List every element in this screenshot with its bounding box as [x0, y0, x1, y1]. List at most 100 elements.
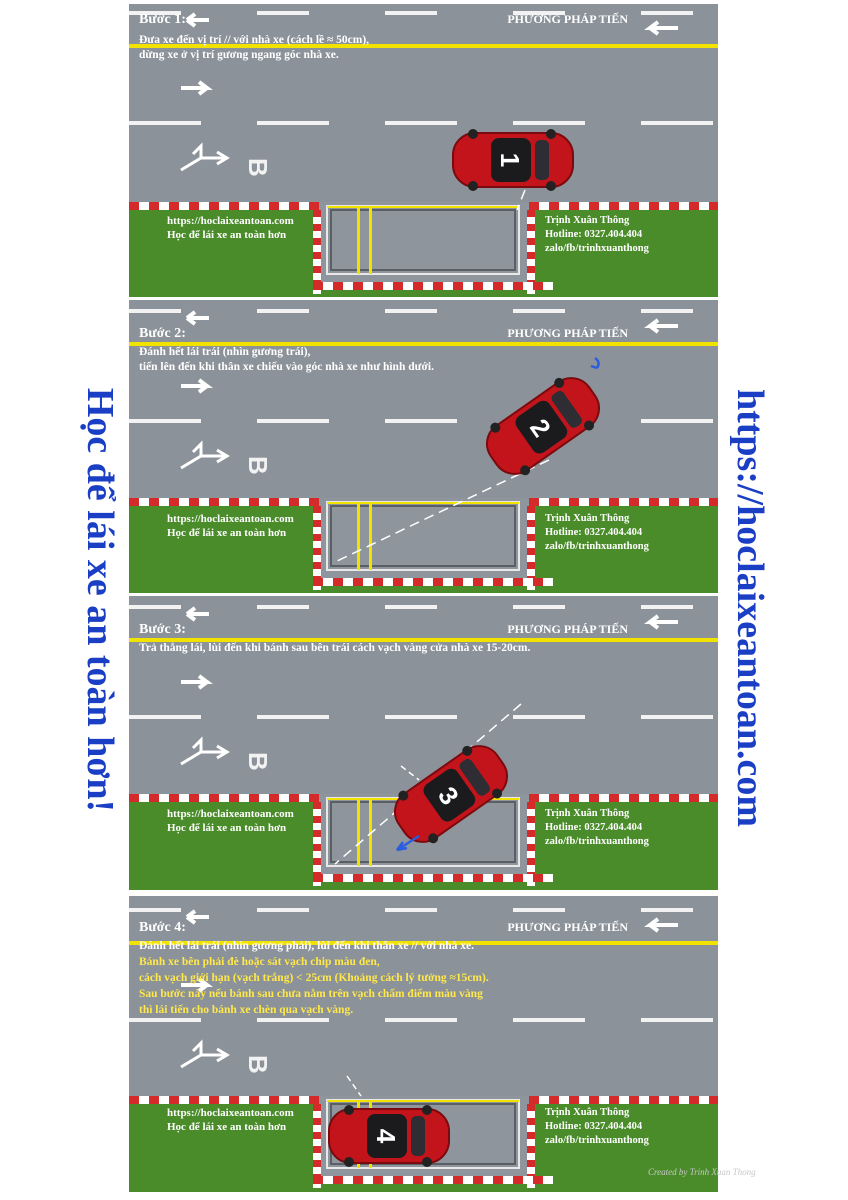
garage-curb: [313, 879, 321, 886]
curb-stripe: [209, 202, 219, 210]
garage-curb: [313, 534, 321, 541]
garage-curb: [493, 1176, 503, 1184]
car-wheel: [546, 129, 556, 139]
curb-stripe: [549, 794, 559, 802]
red-car: 3: [394, 745, 508, 844]
turn-arrow-icon: [180, 736, 230, 766]
slogan-text: Học để lái xe an toàn hơn: [167, 229, 287, 241]
garage-curb: [313, 865, 321, 872]
garage-curb: [343, 282, 353, 290]
garage-curb: [483, 578, 493, 586]
curb-stripe: [169, 1096, 179, 1104]
garage-curb: [313, 583, 321, 590]
garage-curb: [527, 1139, 535, 1146]
curb-stripe: [269, 794, 279, 802]
lane-dash: [257, 121, 329, 125]
direction-arrow-icon: [396, 834, 420, 852]
lane-dash: [385, 419, 457, 423]
instruction-line: Đánh hết lái trái (nhìn gương phải), lùi…: [139, 940, 475, 952]
garage-curb: [543, 282, 553, 290]
garage-curb: [473, 874, 483, 882]
garage-curb: [527, 527, 535, 534]
curb-stripe: [259, 1096, 269, 1104]
garage-curb: [523, 282, 533, 290]
garage-curb: [323, 1176, 333, 1184]
method-label: PHƯƠNG PHÁP TIẾN: [507, 622, 628, 636]
lane-dash: [257, 309, 309, 313]
curb-stripe: [199, 794, 209, 802]
contact-hotline: Hotline: 0327.404.404: [545, 229, 643, 240]
red-car: 1: [452, 129, 574, 191]
garage-curb: [313, 282, 323, 290]
garage-curb: [313, 266, 321, 273]
curb-stripe: [309, 202, 319, 210]
guide-dashed-line: [334, 459, 550, 563]
left-arrow-icon: [185, 909, 209, 925]
curb-stripe: [309, 794, 319, 802]
lane-dash: [513, 1018, 585, 1022]
garage-curb: [527, 844, 535, 851]
garage-curb: [383, 874, 393, 882]
garage-curb: [527, 1125, 535, 1132]
curb-stripe: [569, 1096, 579, 1104]
garage-curb: [533, 282, 543, 290]
car-wheel: [468, 129, 478, 139]
curb-stripe: [239, 202, 249, 210]
curb-stripe: [299, 1096, 309, 1104]
guide-dashed-line: [334, 703, 522, 865]
garage-curb: [527, 548, 535, 555]
curb-stripe: [209, 498, 219, 506]
curb-stripe: [619, 1096, 629, 1104]
curb-stripe: [149, 1096, 159, 1104]
garage-curb: [313, 259, 321, 266]
curb-stripe: [289, 202, 299, 210]
yellow-garage-line: [327, 1100, 519, 1102]
garage-curb: [373, 282, 383, 290]
garage-curb: [313, 548, 321, 555]
left-arrow-icon: [185, 606, 209, 622]
curb-stripe: [129, 202, 139, 210]
garage-curb: [393, 282, 403, 290]
garage-curb: [473, 282, 483, 290]
car-windshield: [551, 390, 582, 428]
car-wheel: [344, 1105, 354, 1115]
instruction-line: Trả thẳng lái, lùi đến khi bánh sau bên …: [139, 642, 531, 654]
curb-stripe: [249, 794, 259, 802]
website-text: https://hoclaixeantoan.com: [167, 215, 294, 227]
garage-curb: [483, 282, 493, 290]
guide-dashed-line: [516, 189, 526, 211]
garage-curb: [313, 252, 321, 259]
curb-stripe: [219, 1096, 229, 1104]
step-title: Bước 4:: [139, 920, 186, 935]
curb-stripe: [229, 794, 239, 802]
garage-curb: [353, 1176, 363, 1184]
garage-curb: [393, 578, 403, 586]
left-arrow-icon: [644, 917, 678, 933]
garage-curb: [423, 1176, 433, 1184]
garage-curb: [313, 1111, 321, 1118]
curb-stripe: [289, 794, 299, 802]
garage-curb: [533, 874, 543, 882]
garage-curb: [313, 238, 321, 245]
yellow-center-line: [129, 638, 718, 642]
curb-stripe: [649, 794, 659, 802]
right-arrow-icon: [181, 674, 213, 690]
garage-curb: [383, 578, 393, 586]
curb-stripe: [199, 202, 209, 210]
yellow-center-line: [129, 44, 718, 48]
slogan-text: Học để lái xe an toàn hơn: [167, 527, 287, 539]
garage-curb: [403, 874, 413, 882]
garage-curb: [313, 1176, 323, 1184]
car-wheel: [490, 422, 501, 433]
curb-stripe: [599, 794, 609, 802]
garage-curb: [483, 1176, 493, 1184]
yellow-center-line: [129, 342, 718, 346]
turn-arrow-icon: [180, 440, 230, 470]
garage-curb: [527, 1118, 535, 1125]
curb-stripe: [619, 202, 629, 210]
curb-stripe: [569, 498, 579, 506]
yellow-garage-line: [357, 502, 360, 570]
garage-curb: [453, 282, 463, 290]
garage-curb: [343, 1176, 353, 1184]
contact-hotline: Hotline: 0327.404.404: [545, 822, 643, 833]
